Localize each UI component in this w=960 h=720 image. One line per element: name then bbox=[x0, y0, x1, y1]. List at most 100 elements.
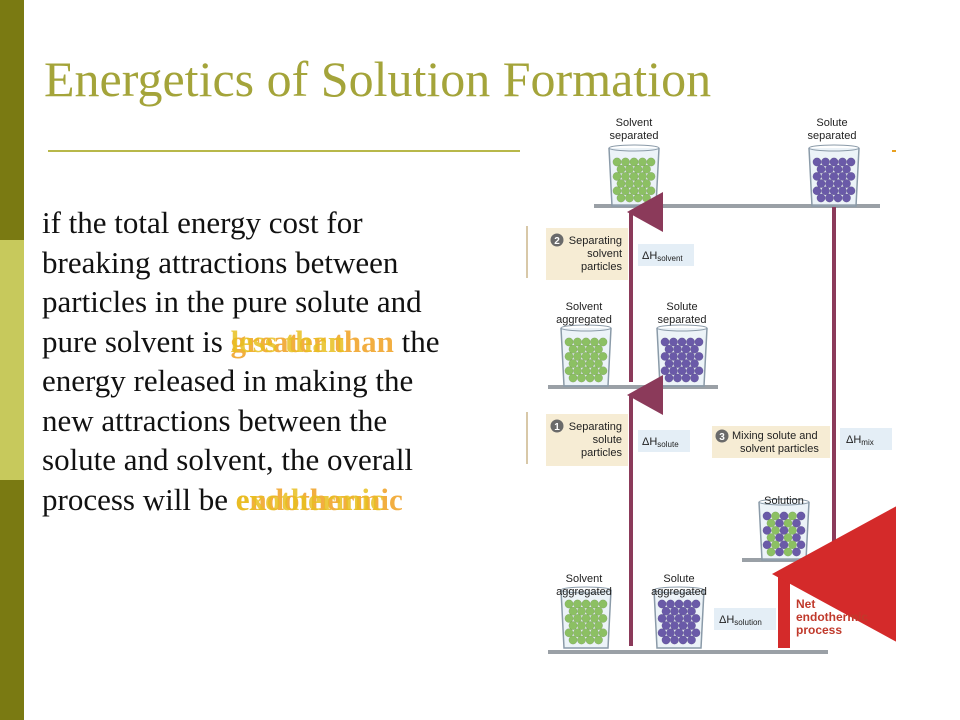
particle bbox=[577, 635, 586, 645]
step1-number-badge bbox=[550, 419, 564, 433]
particle bbox=[660, 337, 670, 347]
dh-solute-subscript: solute bbox=[657, 440, 679, 449]
particle bbox=[683, 599, 692, 609]
particle bbox=[666, 599, 675, 609]
particle bbox=[594, 344, 603, 354]
particle bbox=[796, 511, 806, 521]
particle bbox=[669, 337, 678, 347]
particle bbox=[687, 606, 696, 616]
particle bbox=[690, 359, 699, 369]
particle bbox=[687, 635, 696, 645]
particle bbox=[573, 351, 582, 361]
particle bbox=[796, 525, 806, 535]
particle bbox=[678, 606, 688, 616]
particle bbox=[681, 359, 691, 369]
dh-mix-symbol: ΔH bbox=[846, 434, 861, 446]
particle bbox=[673, 359, 682, 369]
particle bbox=[686, 351, 695, 361]
beaker-rim bbox=[560, 324, 612, 332]
body-line: breaking attractions between bbox=[42, 244, 399, 280]
label-solute-separated-mid-2: separated bbox=[658, 314, 707, 326]
dh-solvent-subscript: solvent bbox=[657, 254, 683, 263]
particle bbox=[812, 171, 822, 181]
particle bbox=[838, 186, 847, 196]
beaker-rim bbox=[808, 144, 860, 152]
particle bbox=[690, 373, 699, 383]
particle bbox=[687, 621, 696, 631]
particle bbox=[638, 171, 647, 181]
particle bbox=[633, 193, 643, 203]
particle bbox=[577, 373, 586, 383]
particle bbox=[821, 186, 830, 196]
label-solvent-aggregated-bottom-2: aggregated bbox=[556, 586, 612, 598]
dh-solution-symbol: ΔH bbox=[719, 614, 734, 626]
particle bbox=[621, 171, 630, 181]
particle bbox=[577, 344, 586, 354]
label-solute-aggregated-bottom-2: aggregated bbox=[651, 586, 707, 598]
particle bbox=[670, 606, 679, 616]
result-overlay: endothermic exothermic bbox=[236, 480, 403, 520]
step2-number: 2 bbox=[554, 236, 560, 247]
particle bbox=[670, 621, 679, 631]
particle bbox=[833, 164, 843, 174]
particle bbox=[564, 351, 574, 361]
particle bbox=[585, 373, 595, 383]
particle bbox=[594, 606, 603, 616]
particle bbox=[573, 613, 582, 623]
particle bbox=[664, 359, 674, 369]
title-underline-accent bbox=[892, 150, 896, 152]
particle bbox=[694, 366, 704, 376]
dh-solvent-box bbox=[638, 244, 694, 266]
body-line: if the total energy cost for bbox=[42, 205, 363, 240]
particle bbox=[568, 373, 578, 383]
box-edge bbox=[526, 412, 528, 464]
overlay-greater-than: greater than bbox=[230, 323, 394, 359]
particle bbox=[577, 621, 586, 631]
particle bbox=[833, 193, 843, 203]
dh-solvent-symbol: ΔH bbox=[642, 250, 657, 262]
net-label-3: process bbox=[796, 623, 842, 637]
particle bbox=[590, 613, 599, 623]
particle bbox=[673, 344, 682, 354]
particle bbox=[678, 635, 688, 645]
net-label-1: Net bbox=[796, 597, 815, 611]
particle bbox=[621, 157, 630, 167]
label-solute-aggregated-bottom: Solute bbox=[663, 573, 694, 585]
body-line: process will be endothermic exothermic bbox=[42, 480, 532, 520]
step1-text-2: solute bbox=[593, 434, 622, 446]
particle bbox=[669, 366, 678, 376]
particle bbox=[625, 193, 634, 203]
step1-text-3: particles bbox=[581, 447, 622, 459]
particle bbox=[594, 621, 603, 631]
particle bbox=[568, 635, 578, 645]
particle bbox=[661, 635, 671, 645]
particle bbox=[666, 613, 675, 623]
particle bbox=[677, 366, 687, 376]
slide-body-text: if the total energy cost for breaking at… bbox=[42, 203, 532, 519]
particle bbox=[625, 179, 634, 189]
particle bbox=[686, 366, 695, 376]
particle bbox=[598, 337, 608, 347]
particle bbox=[590, 366, 599, 376]
dh-solute-symbol: ΔH bbox=[642, 436, 657, 448]
particle bbox=[568, 344, 578, 354]
particle bbox=[792, 547, 801, 557]
particle bbox=[642, 193, 651, 203]
label-solvent-aggregated-mid: Solvent bbox=[566, 301, 603, 313]
sidebar-block-middle bbox=[0, 240, 24, 480]
particle bbox=[585, 635, 595, 645]
particle bbox=[564, 366, 574, 376]
particle bbox=[812, 186, 822, 196]
particle bbox=[691, 628, 701, 638]
step2-text-3: particles bbox=[581, 261, 622, 273]
body-line: energy released in making the bbox=[42, 363, 414, 398]
dh-solvent-label: ΔHsolvent bbox=[642, 250, 683, 263]
particle bbox=[674, 599, 684, 609]
sidebar-block-bottom bbox=[0, 480, 24, 720]
body-line: particles in the pure solute and bbox=[42, 284, 422, 319]
body-line: solute and solvent, the overall bbox=[42, 442, 414, 477]
body-line-part: pure solvent is bbox=[42, 323, 223, 359]
particle bbox=[825, 179, 834, 189]
particle bbox=[666, 628, 675, 638]
particle bbox=[642, 164, 651, 174]
